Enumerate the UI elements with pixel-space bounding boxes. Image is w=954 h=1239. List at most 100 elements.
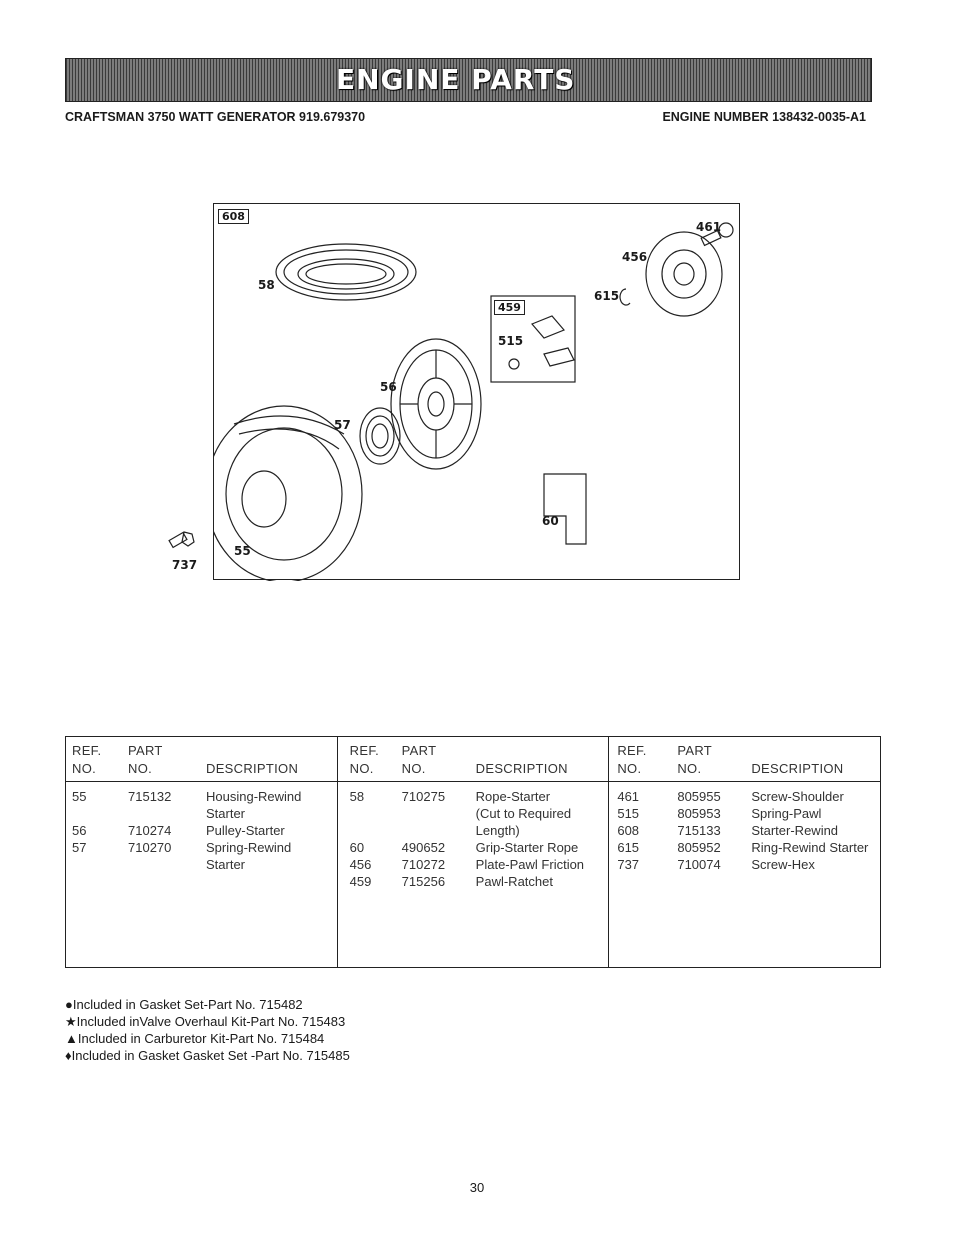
header-part-no: NO. bbox=[677, 761, 702, 776]
table-header: REF. PART NO. NO. DESCRIPTION bbox=[66, 737, 337, 782]
starter-grip-drawing bbox=[543, 473, 587, 545]
cell-desc: Grip-Starter Rope bbox=[475, 840, 579, 855]
cell-ref: 55 bbox=[72, 789, 87, 804]
header-ref: REF. bbox=[349, 743, 380, 758]
callout-55: 55 bbox=[234, 544, 251, 558]
callout-615: 615 bbox=[594, 289, 620, 303]
table-row: Starter bbox=[66, 856, 337, 873]
table-row: (Cut to Required bbox=[338, 805, 609, 822]
note-carburetor-kit: ▲Included in Carburetor Kit-Part No. 715… bbox=[65, 1031, 325, 1046]
header-ref: REF. bbox=[617, 743, 647, 758]
cell-ref: 615 bbox=[617, 840, 640, 855]
cell-ref: 737 bbox=[617, 857, 640, 872]
callout-60: 60 bbox=[542, 514, 559, 528]
cell-part: 490652 bbox=[401, 840, 446, 855]
kit-notes: ●Included in Gasket Set-Part No. 715482 … bbox=[65, 996, 350, 1064]
cell-desc: Length) bbox=[475, 823, 520, 838]
header-part-no: NO. bbox=[128, 761, 153, 776]
ratchet-inset-frame bbox=[490, 295, 576, 383]
callout-459: 459 bbox=[494, 300, 525, 315]
header-part-no: NO. bbox=[401, 761, 426, 776]
callout-515: 515 bbox=[498, 334, 524, 348]
title-banner: ENGINE PARTS bbox=[65, 58, 872, 102]
cell-desc: Spring-Pawl bbox=[751, 806, 822, 821]
cell-part: 715132 bbox=[128, 789, 172, 804]
rewind-spring-drawing bbox=[359, 407, 401, 465]
cell-desc: Starter bbox=[206, 857, 246, 872]
header-part: PART bbox=[128, 743, 163, 758]
rewind-housing-drawing bbox=[214, 405, 363, 581]
cell-desc: Ring-Rewind Starter bbox=[751, 840, 869, 855]
cell-ref: 515 bbox=[617, 806, 640, 821]
cell-desc: Pulley-Starter bbox=[206, 823, 285, 838]
header-ref-no: NO. bbox=[349, 761, 374, 776]
rewind-ring-drawing bbox=[619, 288, 631, 306]
cell-ref: 608 bbox=[617, 823, 640, 838]
cell-part: 805955 bbox=[677, 789, 721, 804]
cell-part: 715133 bbox=[677, 823, 721, 838]
cell-ref: 461 bbox=[617, 789, 640, 804]
page-number: 30 bbox=[469, 1180, 485, 1195]
callout-57: 57 bbox=[334, 418, 351, 432]
cell-ref: 58 bbox=[349, 789, 365, 804]
header-part: PART bbox=[401, 743, 437, 758]
table-row: 615 805952 Ring-Rewind Starter bbox=[609, 839, 880, 856]
exploded-parts-diagram: 608 58 461 456 615 459 515 56 57 60 55 bbox=[213, 203, 740, 581]
header-description: DESCRIPTION bbox=[475, 761, 568, 776]
table-header: REF. PART NO. NO. DESCRIPTION bbox=[609, 737, 881, 782]
table-row: 461 805955 Screw-Shoulder bbox=[609, 788, 880, 805]
callout-461: 461 bbox=[696, 220, 722, 234]
header-ref: REF. bbox=[72, 743, 102, 758]
model-heading: CRAFTSMAN 3750 WATT GENERATOR 919.679370 bbox=[65, 110, 366, 124]
cell-desc: Screw-Hex bbox=[751, 857, 815, 872]
table-row: 56 710274 Pulley-Starter bbox=[66, 822, 337, 839]
note-gasket-set: ●Included in Gasket Set-Part No. 715482 bbox=[65, 997, 303, 1012]
table-row: Length) bbox=[338, 822, 609, 839]
cell-ref: 60 bbox=[349, 840, 365, 855]
header-ref-no: NO. bbox=[617, 761, 642, 776]
cell-desc: Plate-Pawl Friction bbox=[475, 857, 585, 872]
table-row: 608 715133 Starter-Rewind bbox=[609, 822, 880, 839]
cell-part: 710274 bbox=[128, 823, 172, 838]
cell-desc: Screw-Shoulder bbox=[751, 789, 844, 804]
note-gasket-set-2: ♦Included in Gasket Gasket Set -Part No.… bbox=[65, 1048, 350, 1063]
cell-desc: Starter-Rewind bbox=[751, 823, 839, 838]
cell-desc: Rope-Starter bbox=[475, 789, 551, 804]
engine-number-heading: ENGINE NUMBER 138432-0035-A1 bbox=[662, 110, 866, 124]
page-title: ENGINE PARTS bbox=[336, 63, 576, 96]
cell-ref: 56 bbox=[72, 823, 87, 838]
pulley-drawing bbox=[390, 338, 482, 470]
cell-desc: Starter bbox=[206, 806, 246, 821]
shoulder-screw-drawing bbox=[700, 222, 734, 247]
header-part: PART bbox=[677, 743, 713, 758]
cell-part: 710272 bbox=[401, 857, 446, 872]
starter-rope-drawing bbox=[275, 243, 417, 301]
pawl-drawing bbox=[508, 315, 575, 370]
cell-ref: 459 bbox=[349, 874, 372, 889]
table-row: Starter bbox=[66, 805, 337, 822]
table-row: 60 490652 Grip-Starter Rope bbox=[338, 839, 609, 856]
parts-column-2: REF. PART NO. NO. DESCRIPTION 58 710275 Ro… bbox=[337, 737, 610, 967]
cell-part: 715256 bbox=[401, 874, 446, 889]
cell-part: 710270 bbox=[128, 840, 172, 855]
callout-58: 58 bbox=[258, 278, 275, 292]
hex-screw-drawing bbox=[168, 531, 195, 549]
callout-737: 737 bbox=[172, 558, 198, 572]
cell-part: 805952 bbox=[677, 840, 721, 855]
cell-part: 710275 bbox=[401, 789, 446, 804]
header-description: DESCRIPTION bbox=[751, 761, 844, 776]
callout-608: 608 bbox=[218, 209, 249, 224]
pawl-friction-plate-drawing bbox=[645, 231, 723, 317]
callout-56: 56 bbox=[380, 380, 397, 394]
